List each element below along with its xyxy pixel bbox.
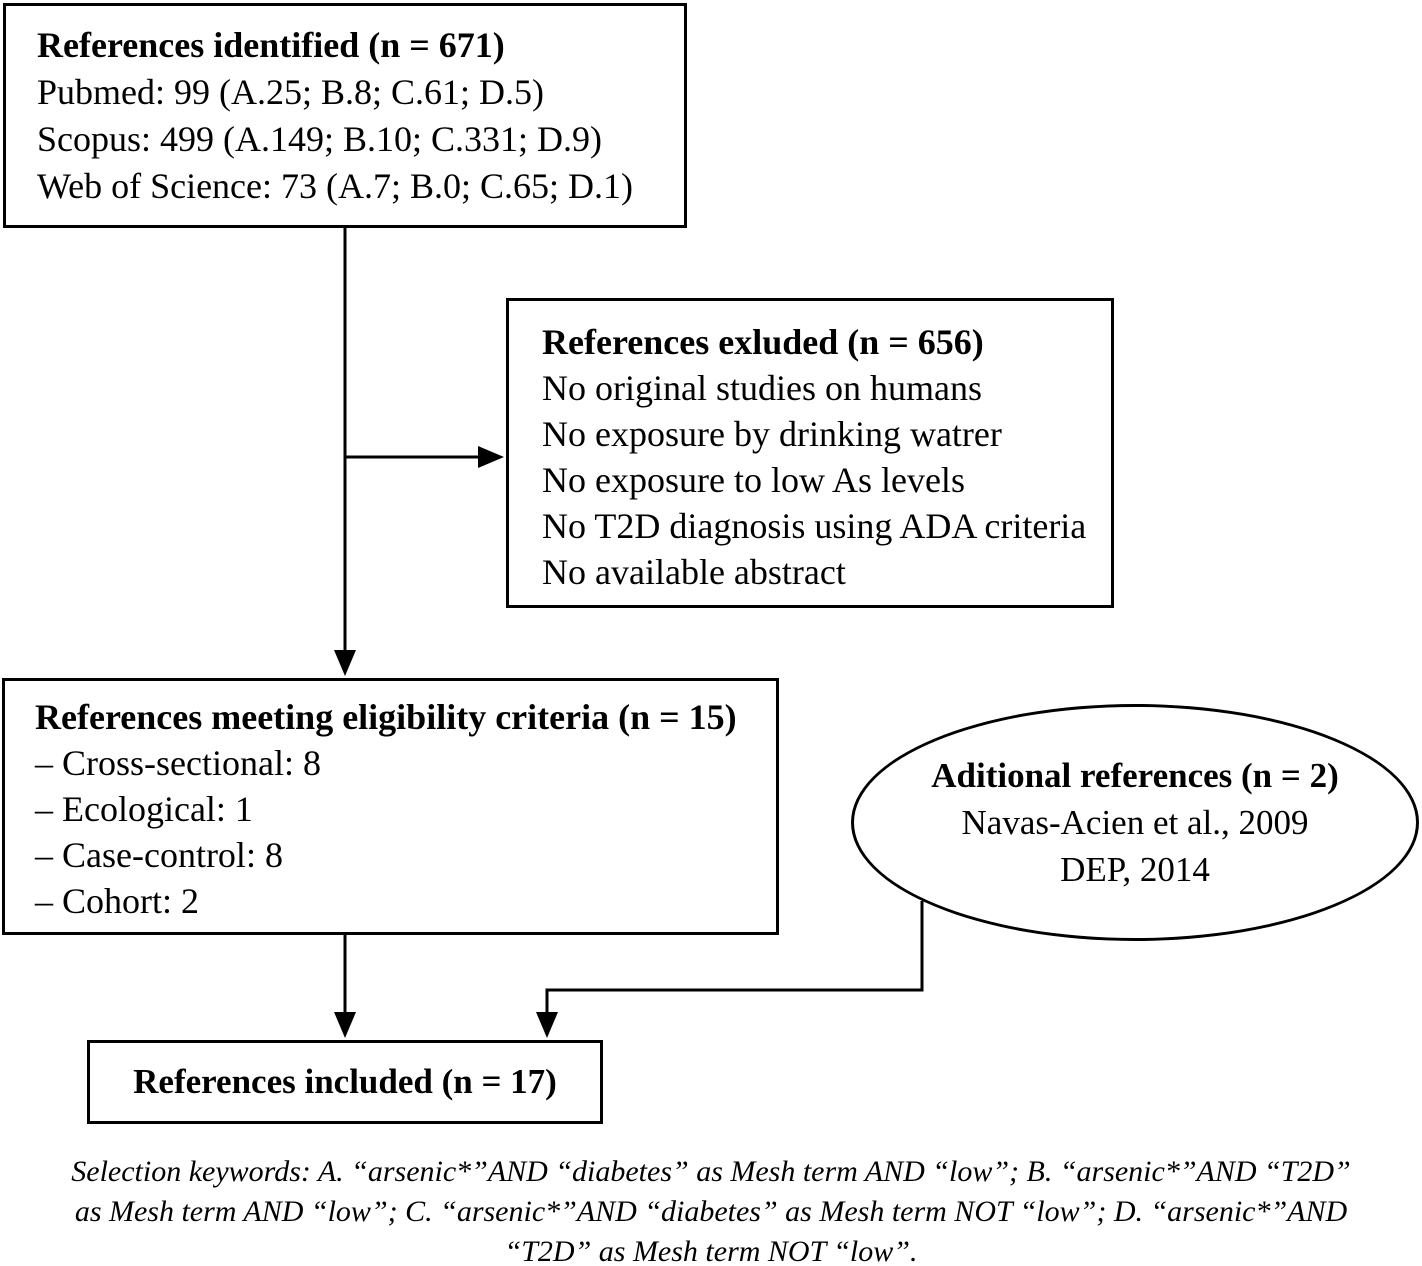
eligibility-line: – Case-control: 8 xyxy=(35,835,283,875)
eligibility-title: References meeting eligibility criteria … xyxy=(35,697,737,737)
identified-title: References identified (n = 671) xyxy=(37,25,505,65)
excluded-title: References exluded (n = 656) xyxy=(542,322,984,362)
box-references-included: References included (n = 17) xyxy=(87,1040,603,1124)
identified-line: Pubmed: 99 (A.25; B.8; C.61; D.5) xyxy=(37,72,545,112)
identified-line: Scopus: 499 (A.149; B.10; C.331; D.9) xyxy=(37,119,603,159)
additional-line: DEP, 2014 xyxy=(1060,850,1210,889)
excluded-line: No original studies on humans xyxy=(542,368,982,408)
box-eligibility-criteria: References meeting eligibility criteria … xyxy=(2,678,779,935)
footnote-line: “T2D” as Mesh term NOT “low”. xyxy=(504,1235,918,1266)
eligibility-line: – Cross-sectional: 8 xyxy=(35,743,321,783)
additional-line: Navas-Acien et al., 2009 xyxy=(961,803,1309,842)
arrowhead-excluded xyxy=(478,446,504,468)
box-references-excluded: References exluded (n = 656) No original… xyxy=(506,298,1114,608)
identified-line: Web of Science: 73 (A.7; B.0; C.65; D.1) xyxy=(37,166,634,206)
footnote: Selection keywords: A. “arsenic*”AND “di… xyxy=(0,1152,1422,1266)
footnote-line: Selection keywords: A. “arsenic*”AND “di… xyxy=(71,1155,1351,1188)
additional-title: Aditional references (n = 2) xyxy=(931,756,1339,795)
excluded-line: No exposure by drinking watrer xyxy=(542,414,1002,454)
ellipse-additional-references: Aditional references (n = 2) Navas-Acien… xyxy=(851,704,1419,941)
arrowhead-included-right xyxy=(536,1012,558,1038)
line-additional-to-included xyxy=(545,901,924,1016)
included-title: References included (n = 17) xyxy=(133,1062,557,1101)
box-references-identified: References identified (n = 671) Pubmed: … xyxy=(3,3,687,228)
eligibility-line: – Cohort: 2 xyxy=(35,881,200,921)
eligibility-line: – Ecological: 1 xyxy=(35,789,253,829)
excluded-line: No exposure to low As levels xyxy=(542,460,965,500)
arrowhead-eligibility xyxy=(334,650,356,676)
arrowhead-included-left xyxy=(334,1012,356,1038)
excluded-line: No T2D diagnosis using ADA criteria xyxy=(542,506,1087,546)
excluded-line: No available abstract xyxy=(542,552,846,592)
footnote-line: as Mesh term AND “low”; C. “arsenic*”AND… xyxy=(74,1195,1348,1228)
